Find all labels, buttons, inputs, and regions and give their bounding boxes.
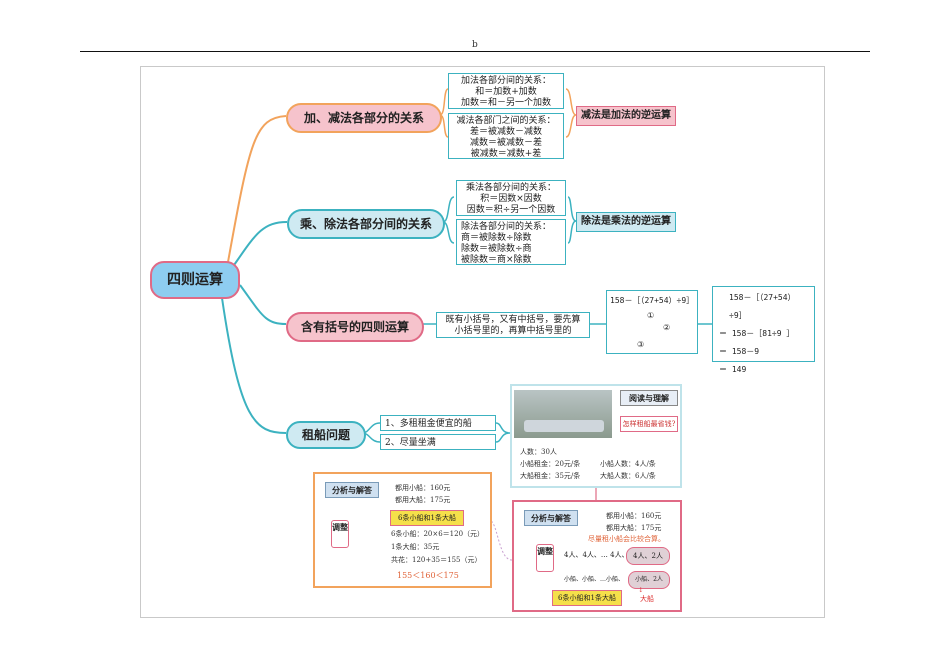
branch-brackets[interactable]: 含有括号的四则运算 bbox=[286, 312, 424, 342]
step-mark-1: ① bbox=[647, 311, 655, 320]
boat-question: 怎样租船最省钱? bbox=[620, 416, 678, 432]
fact-big-seats: 大船人数：6人/条 bbox=[600, 472, 656, 480]
all-big-left: 都用大船：175元 bbox=[395, 496, 451, 504]
all-small-right: 都用小船：160元 bbox=[606, 512, 662, 520]
boat-problem-card: 阅读与理解 怎样租船最省钱? 人数：30人 小船租金：20元/条 小船人数：4人… bbox=[510, 384, 682, 488]
mul-line-3: 因数＝积÷另一个因数 bbox=[466, 205, 556, 215]
fact-big-rent: 大船租金：35元/条 bbox=[520, 472, 581, 480]
add-line-3: 加数＝和－另一个加数 bbox=[460, 98, 551, 108]
analysis-lines-left: 都用小船：160元 都用大船：175元 bbox=[395, 482, 487, 506]
sub-line-4: 被减数＝减数+差 bbox=[470, 149, 542, 159]
sub-line-1: 减法各部门之间的关系： bbox=[456, 116, 556, 126]
add-line-1: 加法各部分间的关系： bbox=[460, 76, 551, 86]
add-line-2: 和＝加数+加数 bbox=[475, 87, 537, 97]
analysis-title-right: 分析与解答 bbox=[524, 510, 578, 526]
div-line-2: 商＝被除数÷除数 bbox=[461, 233, 532, 243]
header-rule bbox=[80, 51, 870, 52]
calc-step-1: 158－［（27+54）÷9］ bbox=[729, 293, 796, 320]
arrow-down-icon: ↓ bbox=[638, 586, 644, 594]
big-boat-label: 大船 bbox=[640, 595, 654, 603]
header-page-mark: b bbox=[472, 40, 478, 50]
div-line-3: 除数＝被除数÷商 bbox=[461, 244, 532, 254]
all-big-right: 都用大船：175元 bbox=[606, 524, 662, 532]
calc-small-boats: 6条小船：20×6＝120（元） bbox=[391, 530, 485, 538]
highlight-left: 6条小船和1条大船 bbox=[390, 510, 464, 526]
bracket-expression: 158－［（27+54）÷9］ bbox=[610, 296, 695, 305]
boat-facts: 人数：30人 小船租金：20元/条 小船人数：4人/条 大船租金：35元/条 大… bbox=[520, 446, 680, 482]
calc-big-boat: 1条大船：35元 bbox=[391, 543, 440, 551]
calc-lines-left: 6条小船：20×6＝120（元） 1条大船：35元 共花：120+35＝155（… bbox=[391, 528, 489, 567]
fact-row-big: 大船租金：35元/条 大船人数：6人/条 bbox=[520, 470, 680, 482]
mul-line-2: 积＝因数×因数 bbox=[480, 194, 542, 204]
analysis-card-right: 分析与解答 调整 都用小船：160元 都用大船：175元 尽量租小船会比较合算。… bbox=[512, 500, 682, 612]
mul-relation-box: 乘法各部分间的关系： 积＝因数×因数 因数＝积÷另一个因数 bbox=[456, 180, 566, 216]
boat-photo bbox=[514, 390, 612, 438]
read-understand-tag: 阅读与理解 bbox=[620, 390, 678, 406]
boat-shape-icon bbox=[524, 420, 604, 432]
fact-small-seats: 小船人数：4人/条 bbox=[600, 460, 656, 468]
bracket-order-box: 158－［（27+54）÷9］ ① ② ③ bbox=[606, 290, 698, 354]
root-node[interactable]: 四则运算 bbox=[150, 261, 240, 299]
add-relation-box: 加法各部分间的关系： 和＝加数+加数 加数＝和－另一个加数 bbox=[448, 73, 564, 109]
branch-mul-div[interactable]: 乘、除法各部分间的关系 bbox=[287, 209, 445, 239]
branch-boat[interactable]: 租船问题 bbox=[286, 421, 366, 449]
rule-line-2: 小括号里的，再算中括号里的 bbox=[454, 326, 572, 336]
sub-line-3: 减数＝被减数－差 bbox=[469, 138, 542, 148]
bracket-rule-box: 既有小括号，又有中括号，要先算 小括号里的，再算中括号里的 bbox=[436, 312, 590, 338]
adjust-tag-left: 调整 bbox=[331, 520, 349, 548]
boat-row: 小船、小船、…小船、 bbox=[564, 576, 625, 583]
analysis-title-left: 分析与解答 bbox=[325, 482, 379, 498]
seat-row-highlight: 4人、2人 bbox=[626, 547, 670, 565]
seat-row: 4人、4人、… 4人、 bbox=[564, 551, 629, 559]
boat-rule-2: 2、尽量坐满 bbox=[380, 434, 496, 450]
calc-step-4: ＝ 149 bbox=[719, 365, 747, 374]
fact-small-rent: 小船租金：20元/条 bbox=[520, 460, 581, 468]
mul-line-1: 乘法各部分间的关系： bbox=[465, 183, 556, 193]
sub-relation-box: 减法各部门之间的关系： 差＝被减数－减数 减数＝被减数－差 被减数＝减数+差 bbox=[448, 113, 564, 159]
inverse-note-sub: 减法是加法的逆运算 bbox=[576, 106, 676, 126]
analysis-card-left: 分析与解答 调整 都用小船：160元 都用大船：175元 6条小船和1条大船 6… bbox=[313, 472, 492, 588]
all-small-left: 都用小船：160元 bbox=[395, 484, 451, 492]
calc-total: 共花：120+35＝155（元） bbox=[391, 556, 482, 564]
step-mark-2: ② bbox=[663, 323, 671, 332]
rule-line-1: 既有小括号，又有中括号，要先算 bbox=[445, 315, 581, 325]
inverse-note-div: 除法是乘法的逆运算 bbox=[576, 212, 676, 232]
adjust-tag-right: 调整 bbox=[536, 544, 554, 572]
compare-left: 155＜160＜175 bbox=[397, 571, 459, 580]
highlight-right: 6条小船和1条大船 bbox=[552, 590, 622, 606]
calc-step-3: ＝ 158－9 bbox=[719, 347, 760, 356]
fact-people: 人数：30人 bbox=[520, 448, 557, 456]
boat-row-highlight: 小船、2人 bbox=[628, 571, 670, 589]
fact-row-small: 小船租金：20元/条 小船人数：4人/条 bbox=[520, 458, 680, 470]
tip-right: 尽量租小船会比较合算。 bbox=[588, 535, 665, 543]
div-line-4: 被除数＝商×除数 bbox=[461, 255, 532, 265]
div-line-1: 除法各部分间的关系： bbox=[461, 222, 552, 232]
sub-line-2: 差＝被减数－减数 bbox=[469, 127, 542, 137]
boat-rule-1: 1、多租租金便宜的船 bbox=[380, 415, 496, 431]
step-mark-3: ③ bbox=[637, 340, 645, 349]
analysis-lines-right: 都用小船：160元 都用大船：175元 bbox=[606, 510, 678, 534]
branch-add-sub[interactable]: 加、减法各部分的关系 bbox=[286, 103, 442, 133]
bracket-steps-box: 158－［（27+54）÷9］ ＝ 158－［81÷9 ］ ＝ 158－9 ＝ … bbox=[712, 286, 815, 374]
calc-step-2: ＝ 158－［81÷9 ］ bbox=[719, 329, 795, 338]
div-relation-box: 除法各部分间的关系： 商＝被除数÷除数 除数＝被除数÷商 被除数＝商×除数 bbox=[456, 219, 566, 265]
